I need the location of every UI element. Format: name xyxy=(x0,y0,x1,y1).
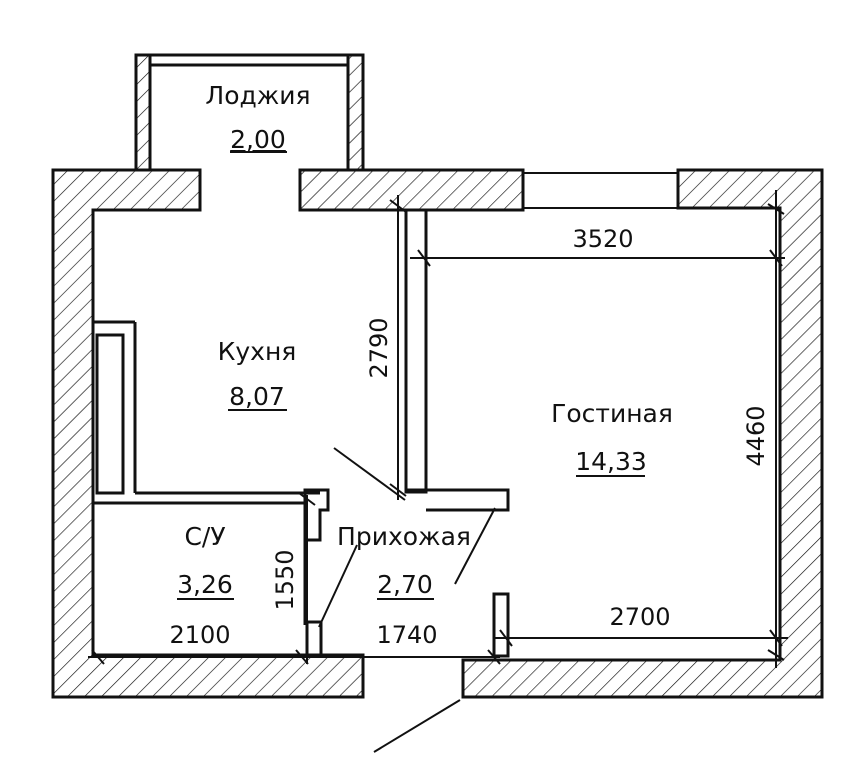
hall-name: Прихожая xyxy=(337,522,471,551)
dim-hall-width: 1740 xyxy=(376,621,437,649)
bath-name: С/У xyxy=(184,522,225,551)
living-name: Гостиная xyxy=(551,399,673,428)
living-window xyxy=(523,172,678,209)
bath-area: 3,26 xyxy=(177,570,233,599)
wall-right xyxy=(461,168,824,699)
dimension-labels: 3520 2700 4460 2790 1550 2100 1740 xyxy=(169,225,770,649)
room-hall: Прихожая 2,70 xyxy=(337,522,471,600)
living-door-swing xyxy=(454,507,496,585)
bath-door-swing xyxy=(318,544,358,628)
living-door-jamb xyxy=(492,592,510,658)
loggia-name: Лоджия xyxy=(205,81,310,110)
loggia-walls xyxy=(134,53,365,172)
loggia-wall-right xyxy=(346,53,365,172)
entry-door-swing xyxy=(373,699,461,753)
partition-kitchen-living xyxy=(404,208,428,494)
bath-wall-right xyxy=(303,501,307,545)
kitchen-name: Кухня xyxy=(218,337,297,366)
dim-living-bottom: 2700 xyxy=(609,603,670,631)
room-kitchen: Кухня 8,07 xyxy=(218,337,297,411)
room-bath: С/У 3,26 xyxy=(177,522,234,600)
exterior-walls xyxy=(51,168,824,699)
door-swings xyxy=(318,447,496,753)
interior-partitions xyxy=(93,208,510,658)
living-area: 14,33 xyxy=(575,447,647,476)
kitchen-area: 8,07 xyxy=(229,382,285,411)
dim-living-top: 3520 xyxy=(572,225,633,253)
dimension-lines xyxy=(88,190,788,668)
hall-area: 2,70 xyxy=(377,570,433,599)
dim-living-depth: 4460 xyxy=(742,405,770,466)
niche-left xyxy=(95,333,125,495)
dim-kitchen-depth: 2790 xyxy=(365,317,393,378)
dim-bath-width: 2100 xyxy=(169,621,230,649)
loggia-wall-left xyxy=(134,53,152,172)
kitchen-door-swing xyxy=(333,447,406,501)
room-loggia: Лоджия 2,00 xyxy=(205,81,310,154)
loggia-area: 2,00 xyxy=(230,125,286,154)
wall-top-center xyxy=(298,168,525,212)
wall-left xyxy=(51,168,365,699)
room-living: Гостиная 14,33 xyxy=(551,399,673,477)
dim-bath-depth: 1550 xyxy=(271,549,299,610)
